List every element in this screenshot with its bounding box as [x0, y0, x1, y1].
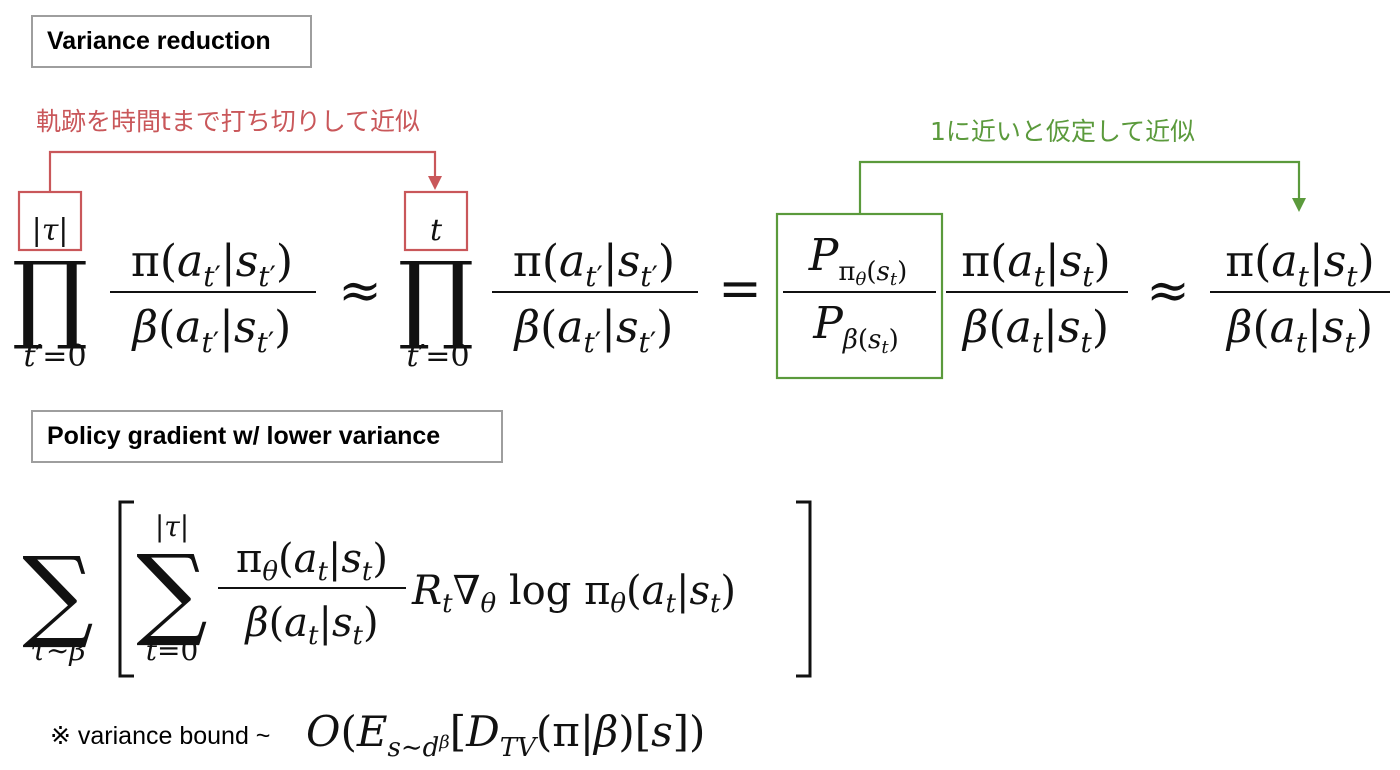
inner-sum-symbol: ∑	[136, 533, 207, 650]
frac2-numerator: π(at′|st′)	[513, 236, 675, 293]
policy-gradient-title: Policy gradient w/ lower variance	[47, 422, 441, 450]
product-symbol-1: ∏	[12, 241, 88, 353]
green-box-state-ratio	[775, 212, 944, 380]
approx-one-annotation: 1に近いと仮定して近似	[930, 117, 1196, 146]
frac3-denominator: β(at|st)	[961, 302, 1109, 359]
red-box-t	[403, 190, 469, 252]
eq2-tail: Rt∇θ log πθ(at|st)	[411, 568, 736, 619]
frac3-numerator: π(at|st)	[961, 236, 1110, 293]
inner-sum-upper: |τ|	[155, 510, 189, 543]
prod-upper-1: |τ|	[32, 213, 69, 248]
prod-lower-2: t′=0	[406, 339, 469, 374]
variance-reduction-header: Variance reduction	[31, 15, 312, 68]
prod-lower-1: t′=0	[23, 339, 86, 374]
product-symbol-2: ∏	[398, 241, 474, 353]
outer-sum-lower: τ∼β	[30, 634, 85, 667]
right-bracket	[796, 500, 812, 678]
state-ratio-numerator: Pπθ(st)	[808, 230, 907, 290]
green-connector	[858, 160, 1306, 214]
inner-sum-lower: t=0	[146, 634, 199, 667]
outer-sum-symbol: ∑	[22, 535, 93, 652]
frac2-denominator: β(at′|st′)	[513, 302, 674, 359]
truncate-annotation: 軌跡を時間tまで打ち切りして近似	[36, 107, 421, 136]
approx-sign-2: ≈	[1146, 261, 1190, 321]
variance-bound-formula: O(Es∼dβ[DTV(π|β)[s])	[306, 707, 705, 763]
policy-gradient-header: Policy gradient w/ lower variance	[31, 410, 503, 463]
state-ratio-denominator: Pβ(st)	[812, 298, 899, 358]
eq2-frac-numerator: πθ(at|st)	[236, 536, 388, 587]
left-bracket	[118, 500, 134, 678]
prod-upper-2: t	[430, 213, 443, 248]
frac1-denominator: β(at′|st′)	[131, 302, 292, 359]
equals-sign: =	[718, 259, 762, 319]
red-connector	[48, 150, 442, 192]
frac4-denominator: β(at|st)	[1225, 302, 1373, 359]
variance-reduction-title: Variance reduction	[47, 27, 271, 55]
red-box-tau	[17, 190, 83, 252]
approx-sign-1: ≈	[338, 261, 382, 321]
frac1-numerator: π(at′|st′)	[131, 236, 293, 293]
eq2-frac-denominator: β(at|st)	[243, 600, 378, 651]
variance-bound-note: ※ variance bound ~	[50, 722, 271, 750]
frac4-numerator: π(at|st)	[1225, 236, 1374, 293]
